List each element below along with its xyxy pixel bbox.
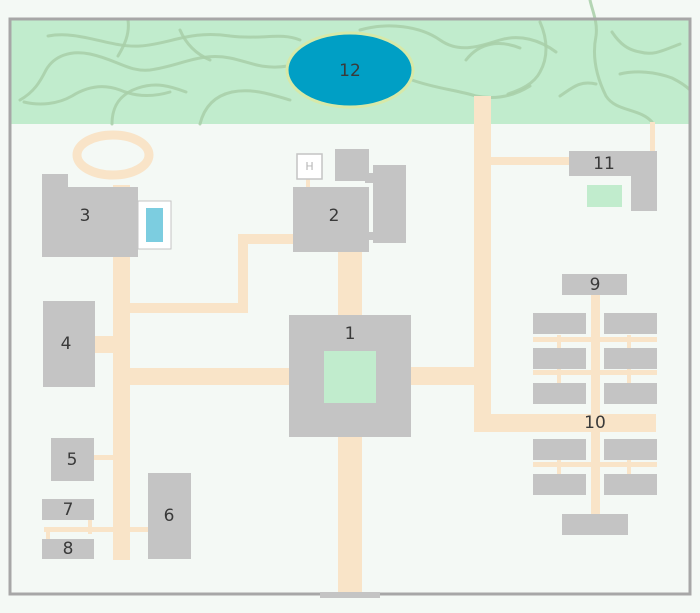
road-1-2 (338, 252, 362, 316)
building-2-label: 2 (329, 206, 340, 226)
road-to-10 (474, 414, 656, 432)
building-11-label: 11 (593, 154, 615, 174)
building-7[interactable]: 7 (42, 499, 94, 520)
road-to-11 (486, 157, 571, 165)
entrance-gate[interactable] (320, 592, 380, 598)
building-8-label: 8 (63, 539, 74, 559)
building-8[interactable]: 8 (42, 539, 94, 559)
road-10-row-c (533, 462, 657, 467)
road-5 (94, 455, 116, 460)
building-4-label: 4 (61, 334, 72, 354)
courtyard (324, 351, 376, 403)
road-4 (95, 336, 117, 353)
building-9[interactable]: 9 (562, 274, 627, 295)
road-west-1 (122, 368, 290, 385)
building-2[interactable]: 2 (293, 149, 406, 252)
building-9-label: 9 (590, 275, 601, 295)
pool (146, 208, 163, 242)
building-5-label: 5 (67, 450, 78, 470)
road-7-8 (44, 527, 116, 532)
building-11[interactable]: 11 (569, 151, 657, 211)
green-patch (587, 185, 622, 207)
building-5[interactable]: 5 (51, 438, 94, 481)
road-10-stub-c (557, 458, 561, 478)
road-10-stub-d (627, 458, 631, 478)
helipad[interactable]: H (296, 153, 323, 180)
road-7-8-v2 (46, 530, 50, 540)
road-helipad (306, 178, 310, 188)
road-link-2-h (122, 303, 248, 313)
building-1[interactable]: 1 (289, 315, 411, 437)
building-1-label: 1 (345, 324, 356, 344)
road-south (338, 434, 362, 594)
road-10-row-b (533, 370, 657, 375)
building-3-label: 3 (80, 206, 91, 226)
road-west-spine (113, 185, 130, 560)
building-10-label: 10 (584, 413, 606, 433)
road-9-10-spine (591, 294, 600, 514)
lake (285, 31, 415, 109)
helipad-icon: H (305, 160, 313, 173)
roads (44, 96, 657, 594)
building-4[interactable]: 4 (43, 301, 95, 387)
lake-label: 12 (339, 61, 361, 81)
building-7-label: 7 (63, 500, 74, 520)
road-10-row-a (533, 337, 657, 342)
road-7-8-v (88, 520, 92, 534)
building-6-label: 6 (164, 506, 175, 526)
running-track (72, 130, 154, 180)
building-6[interactable]: 6 (148, 473, 191, 559)
road-east-1 (410, 367, 490, 385)
building-10[interactable]: 10 (533, 313, 657, 535)
road-link-2-top (238, 234, 296, 244)
road-link-2-v (238, 234, 248, 313)
road-11-north (650, 122, 655, 152)
road-east-spine (474, 96, 491, 432)
road-6 (128, 527, 148, 532)
forest-trails (18, 0, 692, 126)
building-3[interactable]: 3 (42, 174, 172, 257)
